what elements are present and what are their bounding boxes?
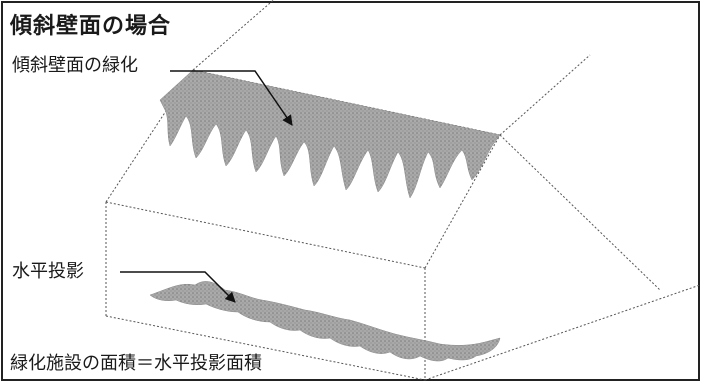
- slope-leader-arrow: [170, 70, 293, 126]
- diagram-frame: [1, 1, 700, 381]
- horizontal-projection-label: 水平投影: [12, 261, 84, 282]
- slope-greening-label: 傾斜壁面の緑化: [12, 55, 138, 76]
- projection-leader-arrow: [120, 271, 236, 303]
- block-edges: [105, 0, 701, 381]
- slope-greenery: [159, 69, 501, 199]
- slope-bottom-edge: [105, 201, 426, 269]
- projection-greenery: [149, 281, 501, 362]
- top-back-left-edge: [192, 0, 275, 71]
- top-back-right-edge: [499, 54, 591, 136]
- slope-bottom-right-edge: [424, 134, 501, 269]
- side-edge: [499, 134, 661, 291]
- diagram-title: 傾斜壁面の場合: [10, 14, 172, 39]
- side-bottom-edge: [424, 284, 701, 381]
- area-formula-caption: 緑化施設の面積＝水平投影面積: [10, 353, 262, 374]
